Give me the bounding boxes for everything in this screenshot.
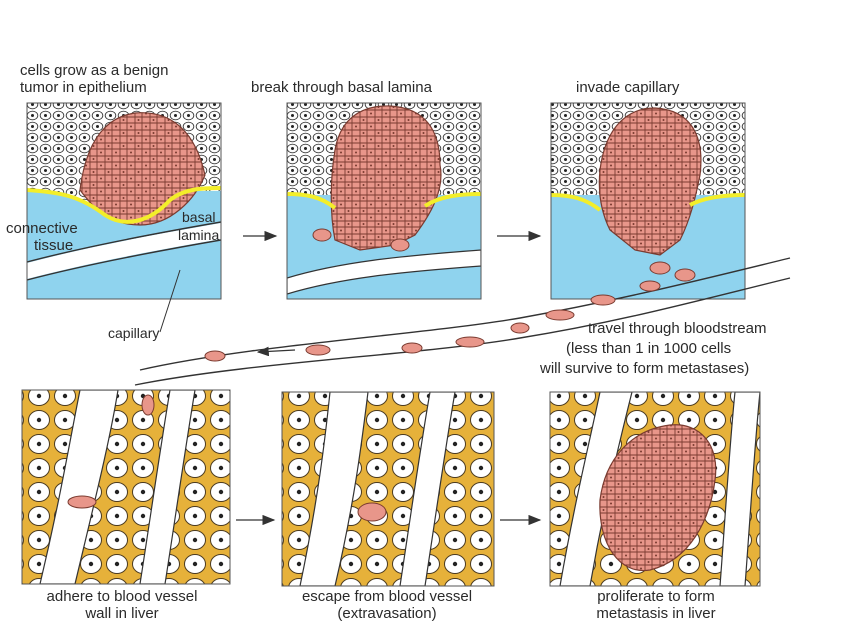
stage3-caption: invade capillary bbox=[576, 79, 679, 96]
stage5-caption-line1: adhere to blood vessel bbox=[4, 588, 240, 605]
stage6-caption-line2: (extravasation) bbox=[262, 605, 512, 622]
stage1-caption-line2: tumor in epithelium bbox=[20, 79, 147, 96]
panel-break-lamina bbox=[287, 103, 481, 299]
panel-proliferate bbox=[550, 392, 760, 586]
stage7-caption-line2: metastasis in liver bbox=[546, 605, 766, 622]
basal-lamina-label-1: basal bbox=[182, 209, 215, 226]
panel-adhere bbox=[22, 390, 230, 584]
stage4-caption-line3: will survive to form metastases) bbox=[540, 360, 749, 377]
stage5-caption-line2: wall in liver bbox=[4, 605, 240, 622]
stage7-caption-line1: proliferate to form bbox=[546, 588, 766, 605]
capillary-label: capillary bbox=[108, 325, 159, 342]
panel-escape bbox=[282, 392, 494, 586]
panel-invade-capillary bbox=[551, 103, 745, 299]
panel-benign-tumor bbox=[27, 103, 221, 299]
stage2-caption: break through basal lamina bbox=[251, 79, 432, 96]
stage4-caption-line2: (less than 1 in 1000 cells bbox=[566, 340, 731, 357]
stage6-caption-line1: escape from blood vessel bbox=[262, 588, 512, 605]
stage1-caption-line1: cells grow as a benign bbox=[20, 62, 168, 79]
basal-lamina-label-2: lamina bbox=[178, 227, 219, 244]
connective-tissue-label-2: tissue bbox=[34, 237, 73, 254]
connective-tissue-label-1: connective bbox=[6, 220, 78, 237]
stage4-caption-line1: travel through bloodstream bbox=[588, 320, 766, 337]
